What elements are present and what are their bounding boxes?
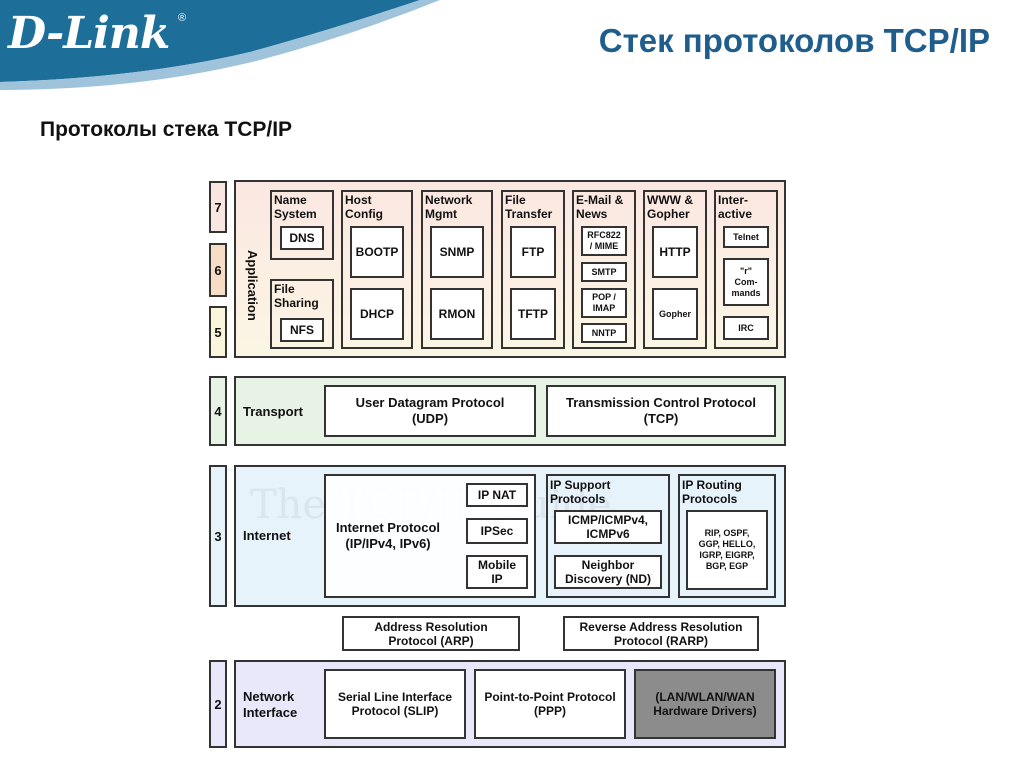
www-gopher-group — [643, 190, 707, 349]
www-gopher-title: WWW & Gopher — [647, 193, 693, 221]
email-news-group — [572, 190, 636, 349]
layer-5-number: 5 — [209, 306, 227, 358]
hardware-drivers-box: (LAN/WLAN/WAN Hardware Drivers) — [634, 669, 776, 739]
network-interface-label: Network Interface — [243, 689, 298, 720]
transport-label: Transport — [243, 404, 303, 419]
ip-support-title: IP Support Protocols — [550, 478, 611, 506]
network-mgmt-group — [421, 190, 493, 349]
file-sharing-group — [270, 279, 334, 349]
tftp-box: TFTP — [510, 288, 556, 340]
rfc822-mime-box: RFC822 / MIME — [581, 226, 627, 256]
layer-4-number: 4 — [209, 376, 227, 446]
network-mgmt-title: Network Mgmt — [425, 193, 473, 221]
interactive-title: Inter- active — [718, 193, 753, 221]
icmp-box: ICMP/ICMPv4, ICMPv6 — [554, 510, 662, 544]
ppp-box: Point-to-Point Protocol (PPP) — [474, 669, 626, 739]
dns-box: DNS — [280, 226, 324, 250]
nntp-box: NNTP — [581, 323, 627, 343]
irc-box: IRC — [723, 316, 769, 340]
name-system-group — [270, 190, 334, 260]
ip-routing-title: IP Routing Protocols — [682, 478, 742, 506]
smtp-box: SMTP — [581, 262, 627, 282]
registered-mark: ® — [178, 12, 187, 24]
email-news-title: E-Mail & News — [576, 193, 624, 221]
bootp-box: BOOTP — [350, 226, 404, 278]
file-transfer-title: File Transfer — [505, 193, 553, 221]
layer-3-number: 3 — [209, 465, 227, 607]
r-commands-box: "r" Com- mands — [723, 258, 769, 306]
interactive-group — [714, 190, 778, 349]
ip-support-group — [546, 474, 670, 598]
ip-nat-box: IP NAT — [466, 483, 528, 507]
internet-label: Internet — [243, 528, 291, 543]
nfs-box: NFS — [280, 318, 324, 342]
snmp-box: SNMP — [430, 226, 484, 278]
telnet-box: Telnet — [723, 226, 769, 248]
pop-imap-box: POP / IMAP — [581, 288, 627, 318]
application-label: Application — [245, 250, 260, 321]
http-box: HTTP — [652, 226, 698, 278]
ipsec-box: IPSec — [466, 518, 528, 544]
dlink-logo: D-Link — [8, 8, 170, 59]
udp-box: User Datagram Protocol (UDP) — [324, 385, 536, 437]
rmon-box: RMON — [430, 288, 484, 340]
mobile-ip-box: Mobile IP — [466, 555, 528, 589]
layer-6-number: 6 — [209, 243, 227, 297]
rarp-box: Reverse Address Resolution Protocol (RAR… — [563, 616, 759, 651]
ip-routing-group — [678, 474, 776, 598]
file-transfer-group — [501, 190, 565, 349]
host-config-group — [341, 190, 413, 349]
name-system-title: Name System — [274, 193, 317, 221]
ftp-box: FTP — [510, 226, 556, 278]
page-subtitle: Протоколы стека TCP/IP — [40, 118, 293, 141]
slip-box: Serial Line Interface Protocol (SLIP) — [324, 669, 466, 739]
header-banner — [0, 0, 440, 90]
file-sharing-title: File Sharing — [274, 282, 319, 310]
tcp-box: Transmission Control Protocol (TCP) — [546, 385, 776, 437]
routing-protocols-box: RIP, OSPF, GGP, HELLO, IGRP, EIGRP, BGP,… — [686, 510, 768, 590]
arp-box: Address Resolution Protocol (ARP) — [342, 616, 520, 651]
layer-7-number: 7 — [209, 181, 227, 233]
neighbor-discovery-box: Neighbor Discovery (ND) — [554, 555, 662, 589]
dhcp-box: DHCP — [350, 288, 404, 340]
page-title: Стек протоколов TCP/IP — [598, 22, 990, 59]
layer-2-number: 2 — [209, 660, 227, 748]
gopher-box: Gopher — [652, 288, 698, 340]
host-config-title: Host Config — [345, 193, 383, 221]
